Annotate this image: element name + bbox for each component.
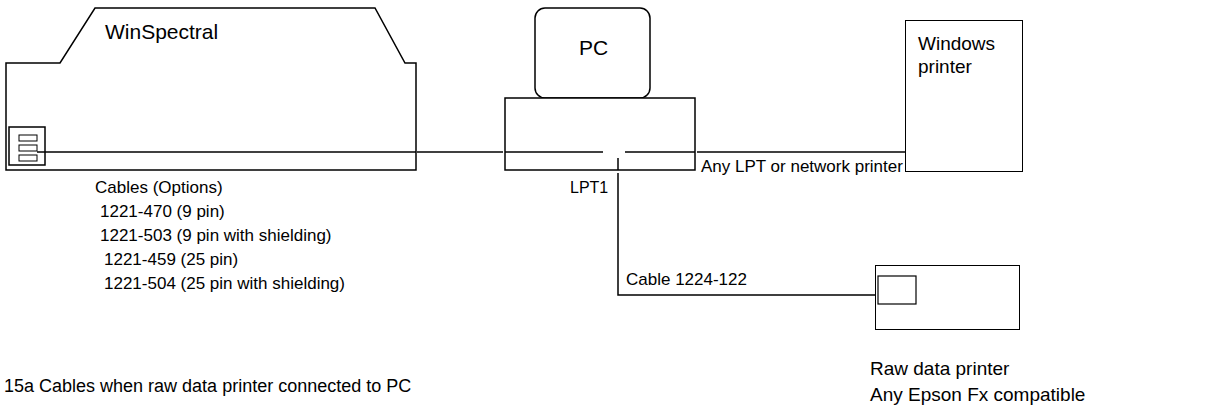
figure-caption: 15a Cables when raw data printer connect… — [4, 376, 411, 398]
cable-option: 1221-459 (25 pin) — [104, 250, 238, 270]
monitor-outline — [535, 8, 650, 98]
cable-label: Cable 1224-122 — [626, 270, 747, 290]
internal-wire — [625, 151, 695, 153]
cable-line — [697, 151, 905, 153]
raw-printer-node: Raw data printerAny Epson Fx compatible — [868, 262, 1218, 407]
printer-inner-outline — [878, 276, 916, 304]
pc-node: PC — [503, 5, 697, 173]
cable-option: 1221-503 (9 pin with shielding) — [100, 226, 332, 246]
node-title: Windows printer — [918, 33, 1013, 79]
cable-label: Any LPT or network printer — [701, 157, 851, 177]
printer-box — [875, 265, 1020, 330]
cable-option: 1221-470 (9 pin) — [100, 202, 225, 222]
internal-wire — [617, 158, 619, 170]
internal-wire — [505, 151, 603, 153]
internal-wire — [37, 151, 416, 153]
node-note: Any Epson Fx compatible — [870, 384, 1085, 407]
node-title: Raw data printer — [870, 358, 1009, 381]
pc-base-outline — [505, 98, 695, 170]
instrument-node: WinSpectral — [5, 5, 417, 171]
node-outline — [503, 5, 697, 173]
port-slot — [19, 135, 37, 141]
node-title: PC — [579, 35, 608, 60]
port-slot — [19, 145, 37, 151]
node-title: WinSpectral — [105, 19, 218, 44]
cable-line — [417, 151, 503, 153]
cable-heading: Cables (Options) — [95, 178, 223, 198]
connector-port — [9, 127, 45, 165]
cable-line — [618, 173, 875, 295]
port-slot — [19, 155, 37, 161]
port-label: LPT1 — [570, 178, 608, 197]
instrument-outline — [6, 8, 416, 170]
printer-box: Windows printer — [905, 20, 1023, 172]
cable-option: 1221-504 (25 pin with shielding) — [104, 274, 345, 294]
